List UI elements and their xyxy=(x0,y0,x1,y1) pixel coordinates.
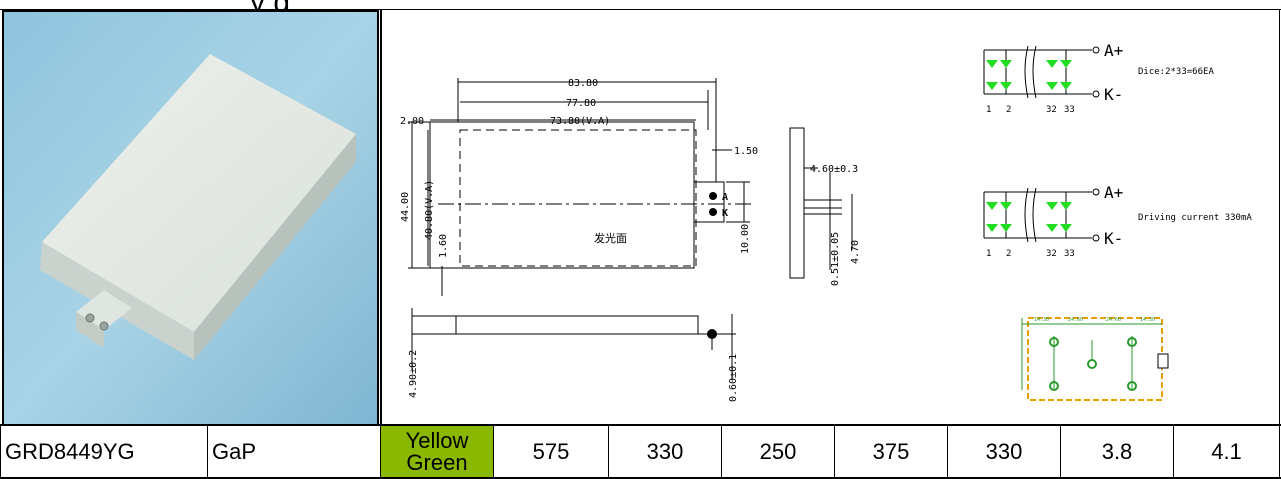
pcb-dim-4: 14.30 xyxy=(1140,317,1155,323)
wavelength-cell: 575 xyxy=(493,426,608,477)
dim-side-pin-thick: 0.51±0.05 xyxy=(830,232,841,286)
lead-block xyxy=(693,181,725,223)
dim-pcb-length: 77.80 xyxy=(566,98,596,109)
svg-text:2: 2 xyxy=(1006,249,1011,259)
dim-side-lead-gap: 4.60±0.3 xyxy=(810,164,858,175)
led-circuit-1: A+ K- 1 2 32 33 Dice:2*33=66EA xyxy=(983,41,1214,115)
table-top-border xyxy=(0,424,1281,426)
spec-table-row: GRD8449YG GaP Yellow Green 575 330 250 3… xyxy=(0,426,1281,477)
wavelength: 575 xyxy=(532,438,570,464)
value-cell-5: 3.8 xyxy=(1060,426,1173,477)
bottom-view-outline xyxy=(411,315,699,335)
svg-text:33: 33 xyxy=(1064,249,1075,259)
color-line-2: Green xyxy=(406,449,468,475)
svg-text:2: 2 xyxy=(1006,105,1011,115)
value-cell-6: 4.1 xyxy=(1173,426,1280,477)
value-cell-2: 250 xyxy=(721,426,834,477)
dim-overall-height: 44.00 xyxy=(400,192,411,222)
circuit1-a-label: A+ xyxy=(1104,41,1123,60)
svg-text:33: 33 xyxy=(1064,105,1075,115)
material-cell: GaP xyxy=(207,426,380,477)
dim-overall-length: 83.80 xyxy=(568,78,598,89)
circuit1-k-label: K- xyxy=(1104,85,1123,104)
value-cell-1: 330 xyxy=(608,426,721,477)
circuit2-k-label: K- xyxy=(1104,229,1123,248)
viewing-area xyxy=(459,129,697,267)
svg-text:32: 32 xyxy=(1046,105,1057,115)
led-circuit-2: A+ K- 1 2 32 33 Driving current 330mA xyxy=(983,183,1252,259)
color-line-1: Yellow xyxy=(405,427,469,453)
top-border xyxy=(0,9,1281,10)
product-photo xyxy=(2,10,379,426)
pcb-dim-3: 24.60 xyxy=(1106,317,1121,323)
emitting-surface-label: 发光面 xyxy=(594,231,627,245)
svg-text:32: 32 xyxy=(1046,249,1057,259)
value-cell-4: 330 xyxy=(947,426,1060,477)
part-number: GRD8449YG xyxy=(5,438,135,464)
pin-k-label: K xyxy=(722,208,728,219)
dim-va-length: 73.80(V.A) xyxy=(550,116,610,127)
pcb-dim-1: 14.30 xyxy=(1034,317,1049,323)
svg-text:1: 1 xyxy=(986,249,991,259)
product-photo-image xyxy=(4,12,377,424)
dim-side-pin-len: 4.70 xyxy=(850,240,861,264)
dim-pin-thick: 0.60±0.1 xyxy=(728,354,739,402)
dim-bottom-offset: 1.60 xyxy=(438,234,449,258)
technical-drawing-panel: 83.80 77.80 73.80(V.A) 2.00 1.50 4.60±0.… xyxy=(380,10,1280,426)
circuit2-a-label: A+ xyxy=(1104,183,1123,202)
panel-edge-right xyxy=(194,134,356,360)
pin-k-dot xyxy=(99,321,109,331)
side-view-outline xyxy=(789,127,805,279)
dim-thickness: 4.90±0.2 xyxy=(408,350,419,398)
material: GaP xyxy=(212,438,257,464)
pcb-dim-2: 24.60 xyxy=(1068,317,1083,323)
pcb-outline xyxy=(1027,317,1163,401)
circuit2-note: Driving current 330mA xyxy=(1138,213,1252,223)
circuit1-note: Dice:2*33=66EA xyxy=(1138,67,1214,77)
dim-va-height: 40.80(V.A) xyxy=(424,180,435,240)
dim-left-offset: 2.00 xyxy=(400,116,424,127)
part-number-cell: GRD8449YG xyxy=(0,426,207,477)
table-bottom-border xyxy=(0,477,1281,479)
front-view-outline xyxy=(429,121,695,269)
dim-right-margin: 1.50 xyxy=(734,146,758,157)
value-cell-3: 375 xyxy=(834,426,947,477)
svg-text:1: 1 xyxy=(986,105,991,115)
dim-lead-height: 10.00 xyxy=(740,224,751,254)
pin-a-dot xyxy=(85,313,95,323)
pin-a-label: A xyxy=(722,192,728,203)
technical-drawing: 83.80 77.80 73.80(V.A) 2.00 1.50 4.60±0.… xyxy=(400,41,1252,402)
emitting-color-cell: Yellow Green xyxy=(380,426,493,477)
panel-face xyxy=(42,54,356,332)
